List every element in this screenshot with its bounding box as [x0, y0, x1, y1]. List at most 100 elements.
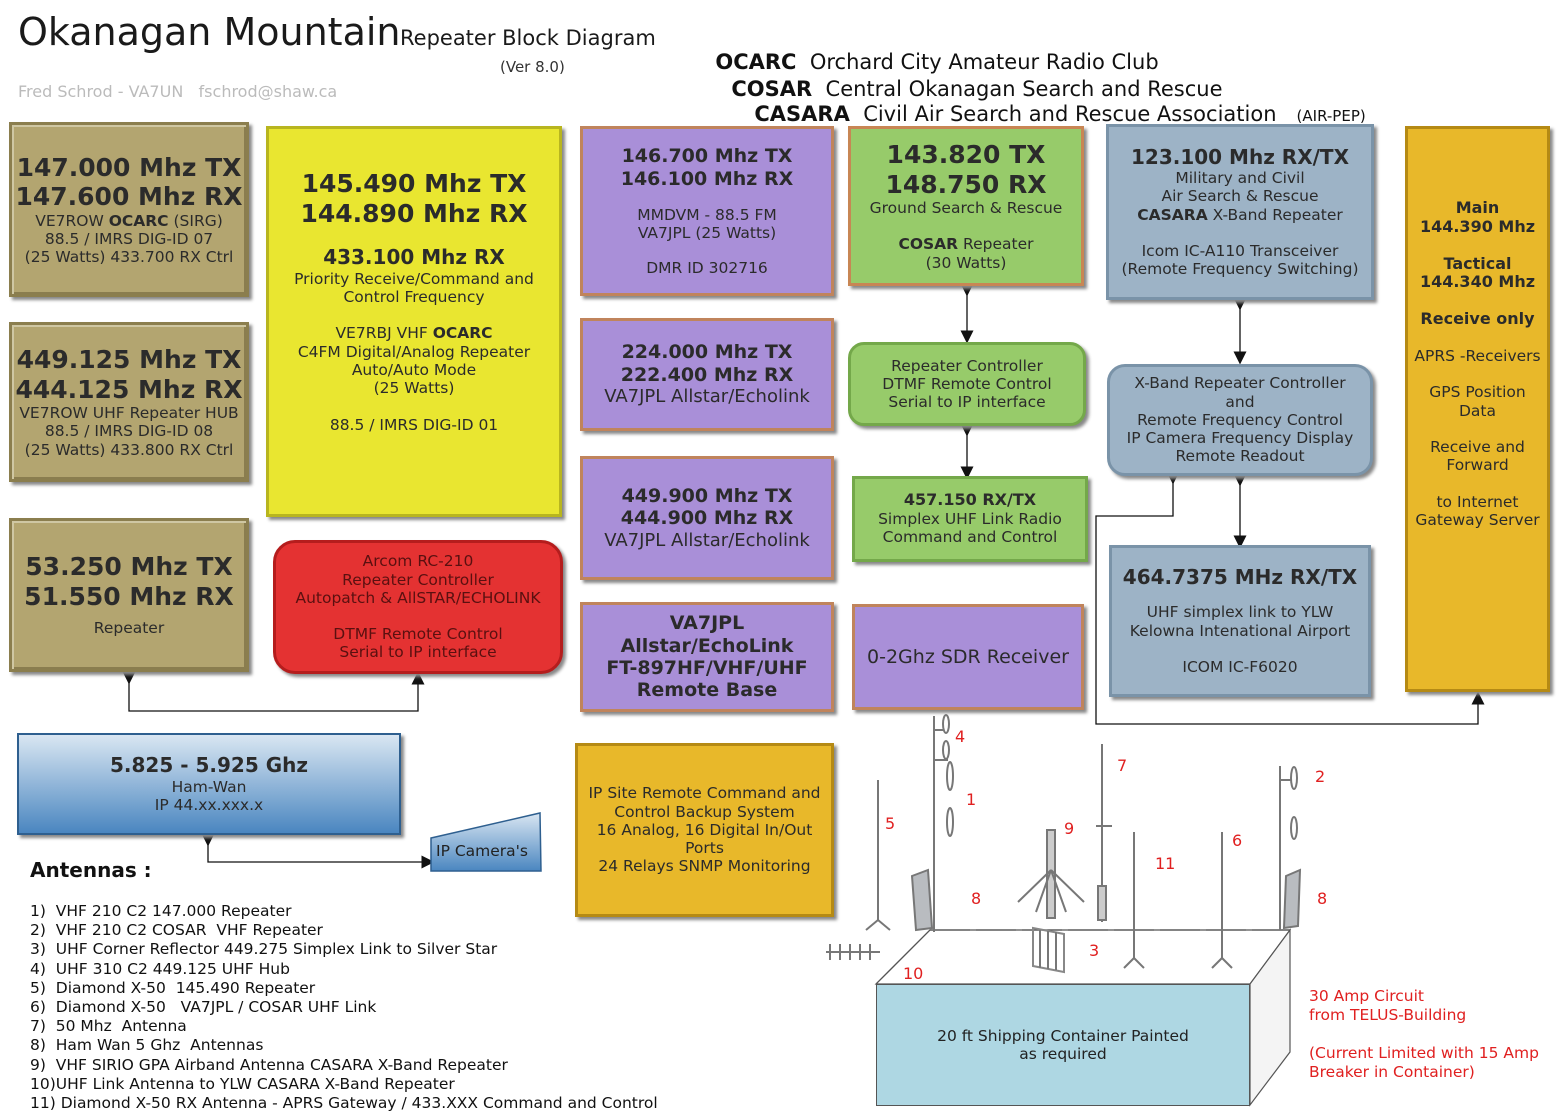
- control-line: Control Frequency: [343, 288, 485, 307]
- forward-line: Forward: [1446, 456, 1509, 475]
- rx-frequency: 222.400 Mhz RX: [620, 363, 794, 386]
- repeater-line: COSAR Repeater: [898, 235, 1034, 254]
- link-line: UHF simplex link to YLW: [1146, 603, 1334, 622]
- main-label: Main: [1455, 197, 1500, 217]
- tx-frequency: 145.490 Mhz TX: [301, 169, 527, 199]
- mode-line: MMDVM - 88.5 FM: [637, 205, 777, 224]
- hub-line: VE7ROW UHF Repeater HUB: [19, 404, 239, 423]
- antenna-list-item: 3) UHF Corner Reflector 449.275 Simplex …: [30, 940, 498, 959]
- antenna-list-item: 10)UHF Link Antenna to YLW CASARA X-Band…: [30, 1074, 455, 1093]
- hamwan-box: 5.825 - 5.925 Ghz Ham-Wan IP 44.xx.xxx.x: [17, 733, 401, 835]
- antenna-number: 7: [1117, 756, 1128, 775]
- radio-line: ICOM IC-F6020: [1182, 657, 1298, 676]
- cosar-repeater-box: 143.820 TX 148.750 RX Ground Search & Re…: [848, 126, 1084, 286]
- tone-line: 88.5 / IMRS DIG-ID 07: [44, 229, 214, 248]
- serial-line: Serial to IP interface: [888, 393, 1046, 412]
- type-line: Repeater: [93, 619, 165, 638]
- tactical-frequency: 144.340 Mhz: [1419, 272, 1536, 292]
- antenna-list-item: 6) Diamond X-50 VA7JPL / COSAR UHF Link: [30, 998, 377, 1017]
- main-frequency: 144.390 Mhz: [1419, 216, 1536, 236]
- type-line: Simplex UHF Link Radio: [878, 510, 1062, 529]
- antenna-list-item: 1) VHF 210 C2 147.000 Repeater: [30, 902, 292, 920]
- org-cosar: COSAR Central Okanagan Search and Rescue: [718, 53, 1222, 101]
- auto-line: Auto/Auto Mode: [351, 360, 477, 379]
- ip-camera-label: IP Camera's: [436, 842, 529, 860]
- container-drawing: [874, 928, 1292, 1107]
- power-line: (25 Watts): [373, 379, 455, 398]
- receivers-line: APRS -Receivers: [1414, 347, 1541, 366]
- shipping-container-box: 20 ft Shipping Container Painted as requ…: [876, 984, 1250, 1106]
- org-casara: CASARA Civil Air Search and Rescue Assoc…: [741, 78, 1366, 126]
- antenna-number: 10: [903, 964, 924, 983]
- xband-controller-box: X-Band Repeater Controller and Remote Fr…: [1107, 364, 1373, 476]
- org-name: Civil Air Search and Rescue Association: [863, 102, 1277, 126]
- antenna-list-item: 11) Diamond X-50 RX Antenna - APRS Gatew…: [30, 1094, 658, 1113]
- network-label: Ham-Wan: [171, 777, 247, 796]
- airport-line: Kelowna Intenational Airport: [1129, 621, 1351, 640]
- rx-frequency: 51.550 Mhz RX: [24, 581, 234, 611]
- uhf-link-457-box: 457.150 RX/TX Simplex UHF Link Radio Com…: [852, 476, 1088, 562]
- model-line: Arcom RC-210: [362, 552, 474, 571]
- antenna-number: 5: [885, 814, 896, 833]
- six-meter-repeater-box: 53.250 Mhz TX 51.550 Mhz RX Repeater: [9, 518, 249, 672]
- gps-line: GPS Position: [1429, 383, 1526, 402]
- antenna-masts: [826, 714, 1302, 974]
- service-line-2: Air Search & Rescue: [1161, 187, 1319, 206]
- tx-frequency: 53.250 Mhz TX: [25, 552, 233, 582]
- cosar-controller-box: Repeater Controller DTMF Remote Control …: [848, 342, 1086, 426]
- ip-site-box: IP Site Remote Command and Control Backu…: [575, 743, 834, 917]
- ports-line: Ports: [685, 839, 724, 858]
- internet-line: to Internet: [1436, 492, 1519, 511]
- rx-frequency: 146.100 Mhz RX: [620, 167, 794, 190]
- org-abbr: COSAR: [731, 77, 813, 101]
- callsign-line: VA7JPL Allstar/Echolink: [604, 529, 810, 551]
- antenna-number: 6: [1232, 831, 1243, 850]
- tone-line: 88.5 / IMRS DIG-ID 01: [329, 415, 499, 434]
- vhf-147-repeater-box: 147.000 Mhz TX 147.600 Mhz RX VE7ROW OCA…: [9, 122, 249, 297]
- io-line: 16 Analog, 16 Digital In/Out: [596, 820, 813, 839]
- c4fm-repeater-box: 145.490 Mhz TX 144.890 Mhz RX 433.100 Mh…: [266, 126, 562, 517]
- rx-frequency: 444.900 Mhz RX: [620, 507, 794, 530]
- frequency: 123.100 Mhz RX/TX: [1131, 144, 1349, 169]
- antenna-number: 8: [1317, 889, 1328, 908]
- receiver-label: 0-2Ghz SDR Receiver: [867, 645, 1069, 668]
- p224-repeater-box: 224.000 Mhz TX 222.400 Mhz RX VA7JPL All…: [580, 318, 834, 431]
- container-line-1: 20 ft Shipping Container Painted: [937, 1026, 1189, 1045]
- type-line: Repeater Controller: [891, 356, 1043, 375]
- antenna-number: 9: [1064, 819, 1075, 838]
- rx-frequency: 147.600 Mhz RX: [15, 182, 243, 212]
- tone-line: 88.5 / IMRS DIG-ID 08: [44, 422, 214, 441]
- dtmf-line: DTMF Remote Control: [333, 625, 503, 644]
- power-line-4: Breaker in Container): [1309, 1062, 1475, 1081]
- uhf-449-hub-box: 449.125 Mhz TX 444.125 Mhz RX VE7ROW UHF…: [9, 322, 249, 482]
- mode-line: C4FM Digital/Analog Repeater: [297, 342, 531, 361]
- power-line-2: from TELUS-Building: [1309, 1005, 1467, 1024]
- callsign: VA7JPL: [669, 612, 745, 635]
- remote-base-line: Remote Base: [636, 679, 778, 702]
- org-extra: (AIR-PEP): [1296, 107, 1366, 125]
- diagram-subtitle: Repeater Block Diagram: [400, 26, 656, 50]
- frequency: 464.7375 MHz RX/TX: [1122, 564, 1358, 589]
- ip-line: IP 44.xx.xxx.x: [154, 795, 264, 814]
- control-line: Remote Frequency Control: [1137, 410, 1343, 429]
- org-abbr: CASARA: [754, 102, 850, 126]
- page-title: Okanagan Mountain: [18, 10, 401, 54]
- callsign-line: VA7JPL (25 Watts): [637, 224, 777, 243]
- tx-frequency: 449.900 Mhz TX: [621, 484, 793, 507]
- data-line: Data: [1458, 401, 1496, 420]
- author-line: Fred Schrod - VA7UN fschrod@shaw.ca: [18, 82, 338, 101]
- antenna-list-item: 2) VHF 210 C2 COSAR VHF Repeater: [30, 921, 323, 940]
- power-line-1: 30 Amp Circuit: [1309, 987, 1425, 1005]
- backup-line: Control Backup System: [614, 802, 795, 821]
- relay-line: 24 Relays SNMP Monitoring: [598, 857, 811, 876]
- dtmf-line: DTMF Remote Control: [882, 374, 1052, 393]
- power-line: (25 Watts) 433.800 RX Ctrl: [24, 440, 234, 459]
- antenna-number: 1: [966, 790, 977, 809]
- service-line: Military and Civil: [1175, 169, 1305, 188]
- tx-frequency: 224.000 Mhz TX: [621, 341, 793, 364]
- control-frequency: 433.100 Mhz RX: [323, 245, 505, 270]
- radio-line: Icom IC-A110 Transceiver: [1141, 241, 1339, 260]
- power-line: (25 Watts) 433.700 RX Ctrl: [24, 248, 234, 267]
- receive-only-label: Receive only: [1420, 309, 1535, 329]
- power-line: (30 Watts): [925, 253, 1007, 272]
